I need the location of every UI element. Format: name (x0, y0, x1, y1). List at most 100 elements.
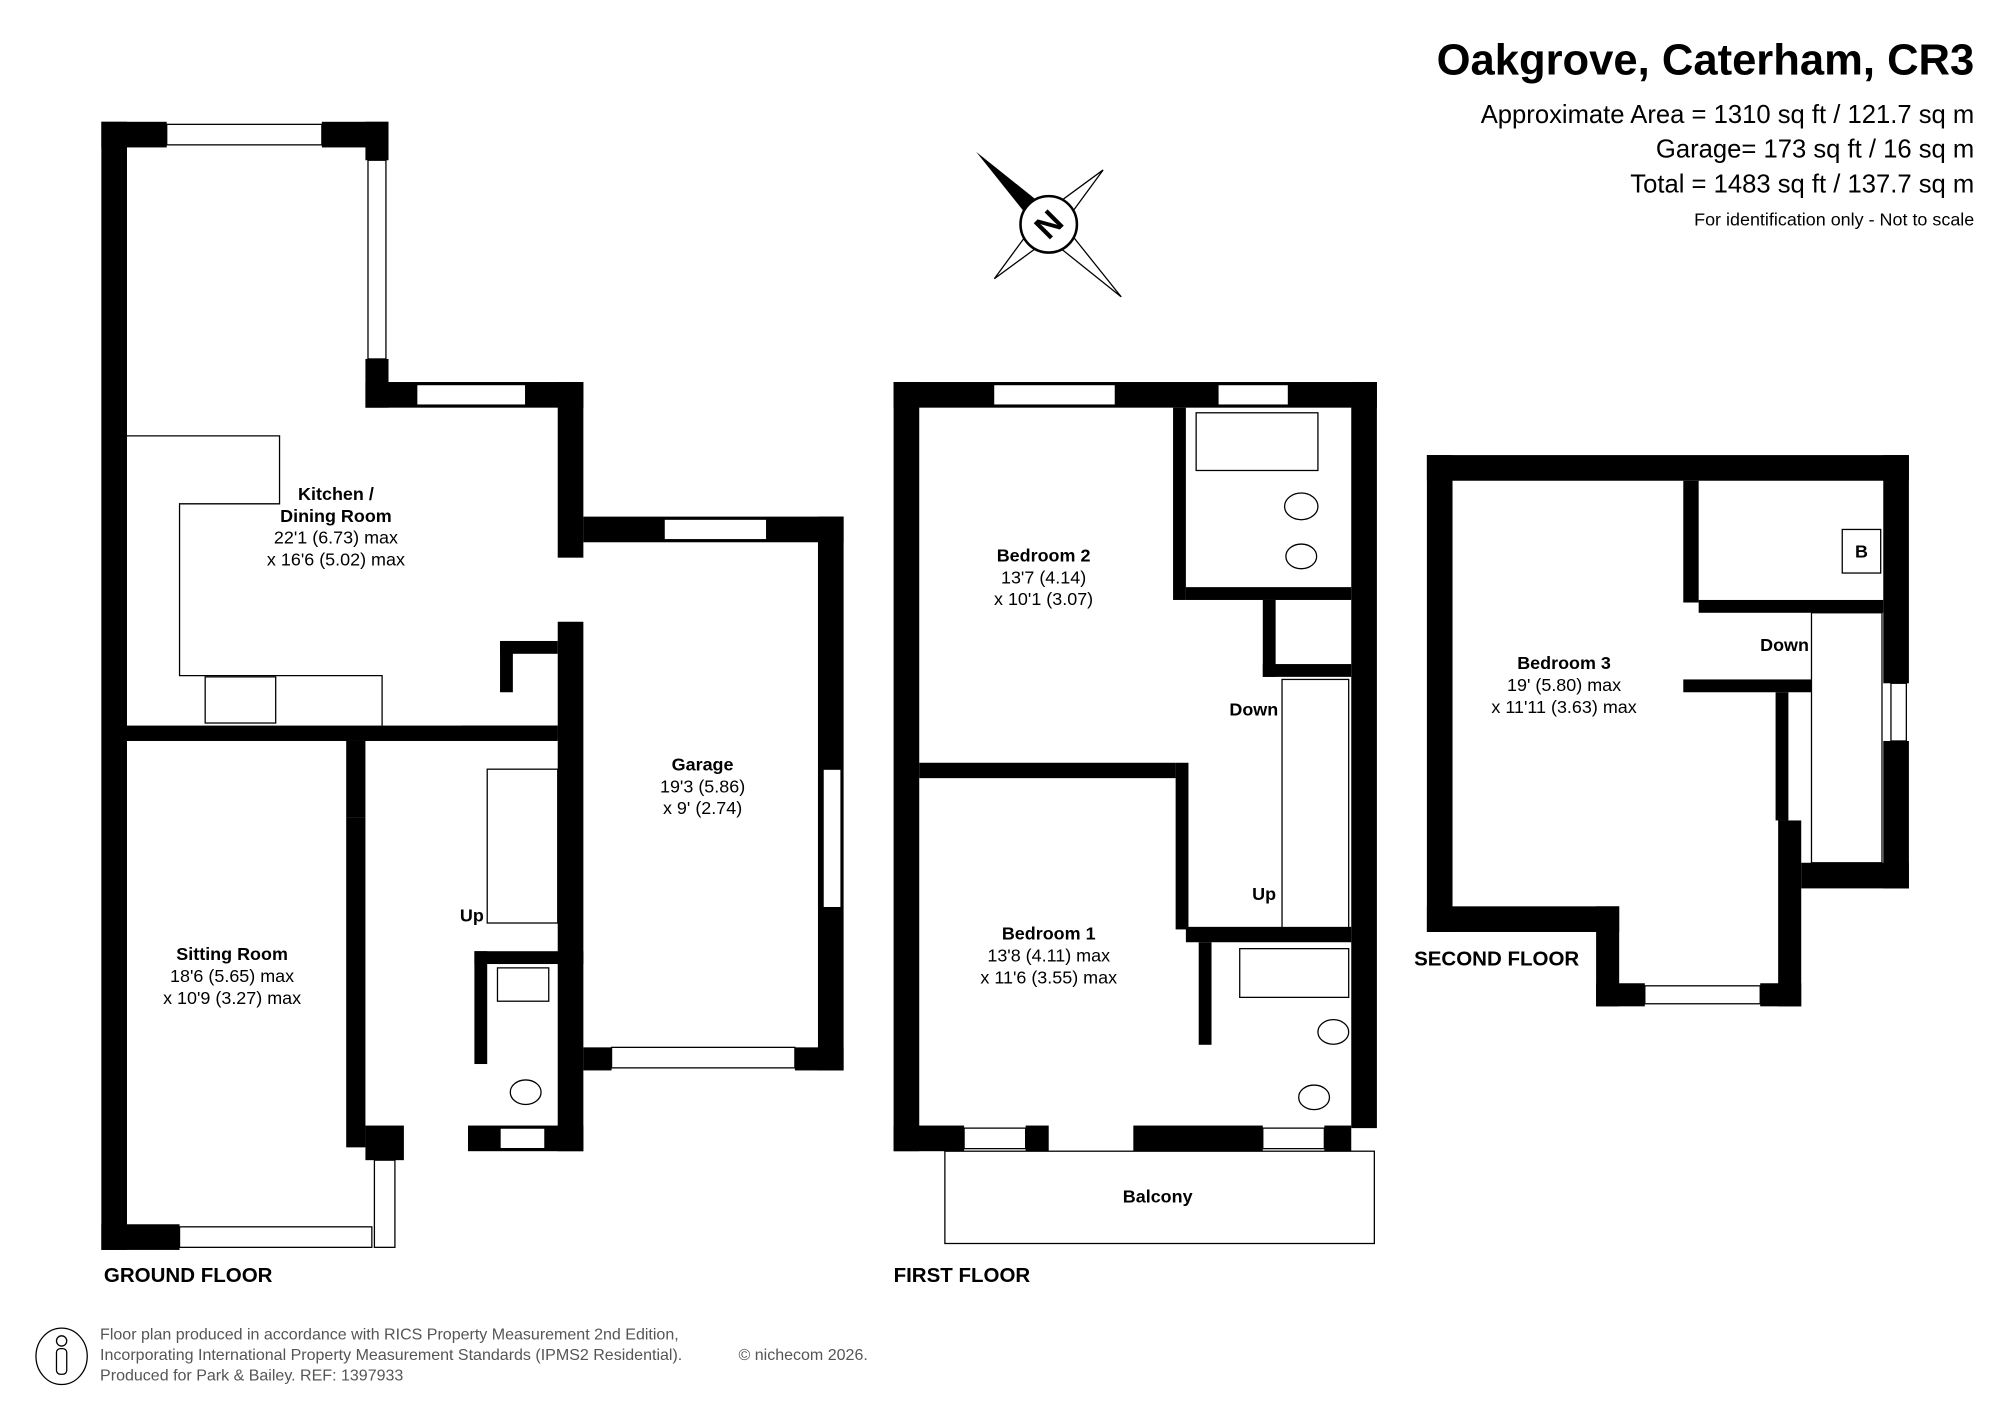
ground-floor: Kitchen / Dining Room 22'1 (6.73) max x … (104, 484, 745, 1287)
wall (1778, 820, 1802, 1007)
wall (1426, 455, 1909, 481)
wall (794, 1047, 844, 1071)
stairs-up-label: Up (1252, 884, 1276, 904)
balcony (944, 1150, 1375, 1245)
shower (1239, 948, 1350, 999)
wall (365, 121, 389, 161)
wall (101, 121, 167, 148)
wall (1262, 599, 1276, 677)
footer-line-1: Floor plan produced in accordance with R… (100, 1326, 679, 1344)
wall (1185, 587, 1352, 600)
first-floor-label: FIRST FLOOR (894, 1264, 1031, 1287)
fixtures (126, 123, 1907, 1248)
bedroom3-dim-2: x 11'11 (3.63) max (1491, 697, 1636, 717)
window (1262, 1127, 1325, 1150)
garage-dim-2: x 9' (2.74) (663, 798, 742, 818)
toilet (1283, 492, 1319, 521)
toilet (1285, 543, 1318, 570)
window (992, 383, 1117, 406)
wall (557, 382, 584, 558)
bedroom1-dim-2: x 11'6 (3.55) max (980, 967, 1117, 987)
staircase (1281, 678, 1350, 931)
bedroom1-name: Bedroom 1 (1002, 924, 1096, 944)
bedroom3-dim: 19' (5.80) max (1507, 675, 1621, 695)
wall (1173, 407, 1186, 600)
window (963, 1127, 1027, 1150)
sitting-room-dim: 18'6 (5.65) max (170, 966, 294, 986)
window (373, 1159, 396, 1248)
basin (496, 967, 550, 1002)
wall (1775, 692, 1789, 821)
footer: Floor plan produced in accordance with R… (35, 1326, 868, 1386)
wall (1698, 599, 1884, 613)
wall (346, 817, 366, 1148)
window (1890, 682, 1907, 742)
property-title: Oakgrove, Caterham, CR3 (1437, 36, 1975, 84)
wall (893, 382, 1377, 408)
wall (1426, 455, 1453, 932)
boiler-cupboard (1841, 528, 1882, 574)
sitting-room-name: Sitting Room (176, 944, 288, 964)
garage-name: Garage (672, 754, 734, 774)
balcony-label: Balcony (1123, 1186, 1193, 1206)
wall (893, 1125, 965, 1152)
total-area: Total = 1483 sq ft / 137.7 sq m (1630, 170, 1974, 198)
staircase (1810, 612, 1883, 864)
toilet (509, 1079, 542, 1106)
garage-dim: 19'3 (5.86) (660, 776, 745, 796)
window (822, 768, 842, 909)
wall (1351, 382, 1377, 1129)
wall (474, 951, 488, 1065)
bedroom2-name: Bedroom 2 (997, 545, 1091, 565)
window (367, 159, 387, 360)
wall (346, 740, 366, 818)
ground-floor-label: GROUND FLOOR (104, 1264, 273, 1287)
wall (1133, 1125, 1263, 1152)
wall (1324, 1125, 1352, 1152)
ipms-person-icon (35, 1327, 88, 1386)
walls (101, 121, 1909, 1250)
wall (461, 725, 558, 739)
bath (1195, 412, 1319, 472)
wall (101, 121, 127, 1250)
second-floor-label: SECOND FLOOR (1414, 947, 1579, 970)
wall (1426, 906, 1620, 932)
wall (583, 1047, 612, 1071)
wall (1175, 762, 1189, 930)
footer-line-2: Incorporating International Property Mea… (100, 1346, 682, 1364)
bedroom1-dim: 13'8 (4.11) max (987, 945, 1110, 965)
bedroom2-dim-2: x 10'1 (3.07) (994, 589, 1093, 609)
wall (1596, 906, 1620, 1007)
wall (1683, 679, 1812, 693)
footer-copyright: © nichecom 2026. (738, 1346, 867, 1364)
first-floor: Bedroom 2 13'7 (4.14) x 10'1 (3.07) Bedr… (894, 545, 1279, 1286)
approx-area: Approximate Area = 1310 sq ft / 121.7 sq… (1481, 101, 1975, 129)
window (663, 518, 768, 541)
wall (500, 640, 558, 654)
wall (1185, 926, 1352, 943)
sitting-room-dim-2: x 10'9 (3.27) max (163, 988, 301, 1008)
kitchen-dim-2: x 16'6 (5.02) max (267, 549, 405, 569)
wall (500, 640, 513, 693)
staircase (486, 768, 559, 924)
wall (1025, 1125, 1049, 1152)
wall (893, 382, 920, 1152)
toilet (1298, 1084, 1331, 1111)
wall (557, 621, 584, 1152)
wall (1262, 664, 1352, 677)
wall (126, 725, 558, 741)
boiler-label: B (1855, 542, 1868, 562)
wall (101, 1224, 180, 1250)
kitchen-dim: 22'1 (6.73) max (274, 528, 398, 548)
second-floor: Bedroom 3 19' (5.80) max x 11'11 (3.63) … (1414, 528, 1882, 970)
wall (1596, 983, 1645, 1007)
disclaimer: For identification only - Not to scale (1694, 210, 1974, 230)
stairs-up-label: Up (460, 906, 484, 926)
footer-line-3: Produced for Park & Bailey. REF: 1397933 (100, 1367, 403, 1385)
kitchen-worktop (126, 435, 383, 726)
window (416, 383, 527, 406)
window (166, 123, 323, 146)
window (499, 1127, 546, 1150)
compass-icon: N (976, 151, 1122, 298)
